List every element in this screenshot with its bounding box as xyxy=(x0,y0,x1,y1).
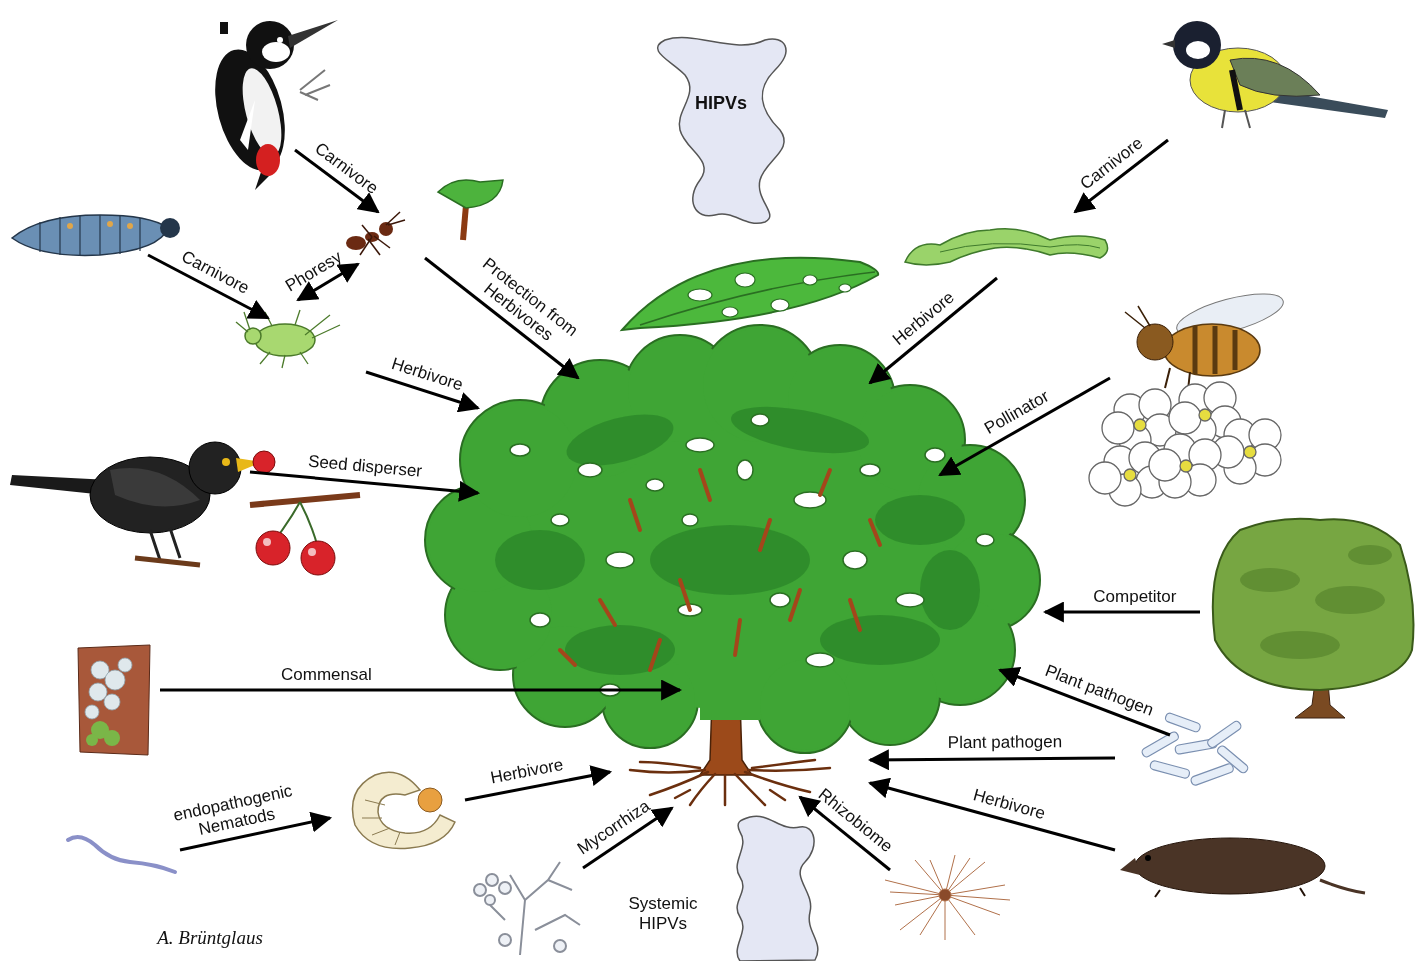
flowers xyxy=(1089,382,1281,506)
rhizobiome xyxy=(885,855,1010,940)
vole xyxy=(1120,838,1365,897)
cloud-label: HIPVs xyxy=(685,93,757,114)
arrow-label: Herbivore xyxy=(971,786,1047,823)
arrow-label: endopathogenic Nematods xyxy=(167,781,302,845)
arrow-label: Competitor xyxy=(1093,587,1176,606)
cloud-label: Systemic HIPVs xyxy=(608,894,718,933)
arrow-label: Commensal xyxy=(281,665,372,684)
ladybird-larva xyxy=(12,215,180,256)
lichen-bark xyxy=(78,645,150,755)
cloud-outline xyxy=(645,30,795,225)
mycorrhiza xyxy=(474,862,580,955)
tree-canopy-fill xyxy=(428,328,1037,750)
arrow-label: Plant pathogen xyxy=(947,734,1062,754)
caterpillar xyxy=(905,229,1108,265)
artist-signature: A. Brüntglaus xyxy=(157,928,263,949)
beetle-grub xyxy=(353,772,456,848)
honeybee xyxy=(1125,285,1287,390)
leaf-twig xyxy=(438,180,503,240)
damaged-leaf xyxy=(622,258,878,330)
volatile-cloud: HIPVs xyxy=(645,30,795,225)
arrow-label: Protection from Herbivores xyxy=(462,250,587,360)
cherries xyxy=(250,495,360,575)
interaction-arrows xyxy=(148,140,1200,870)
bacteria xyxy=(1141,712,1250,786)
cloud-outline xyxy=(600,812,830,961)
blackbird xyxy=(10,442,275,565)
competitor-tree xyxy=(1213,519,1414,718)
volatile-cloud: Systemic HIPVs xyxy=(600,812,830,961)
nematode xyxy=(68,837,175,872)
woodpecker xyxy=(203,20,338,190)
great-tit xyxy=(1162,21,1388,128)
arrow-label: Rhizobiome xyxy=(814,786,895,857)
arrow-label: Herbivore xyxy=(389,355,465,395)
aphid xyxy=(236,310,340,368)
ant xyxy=(346,212,405,255)
arrow-label: Seed disperser xyxy=(308,453,424,482)
